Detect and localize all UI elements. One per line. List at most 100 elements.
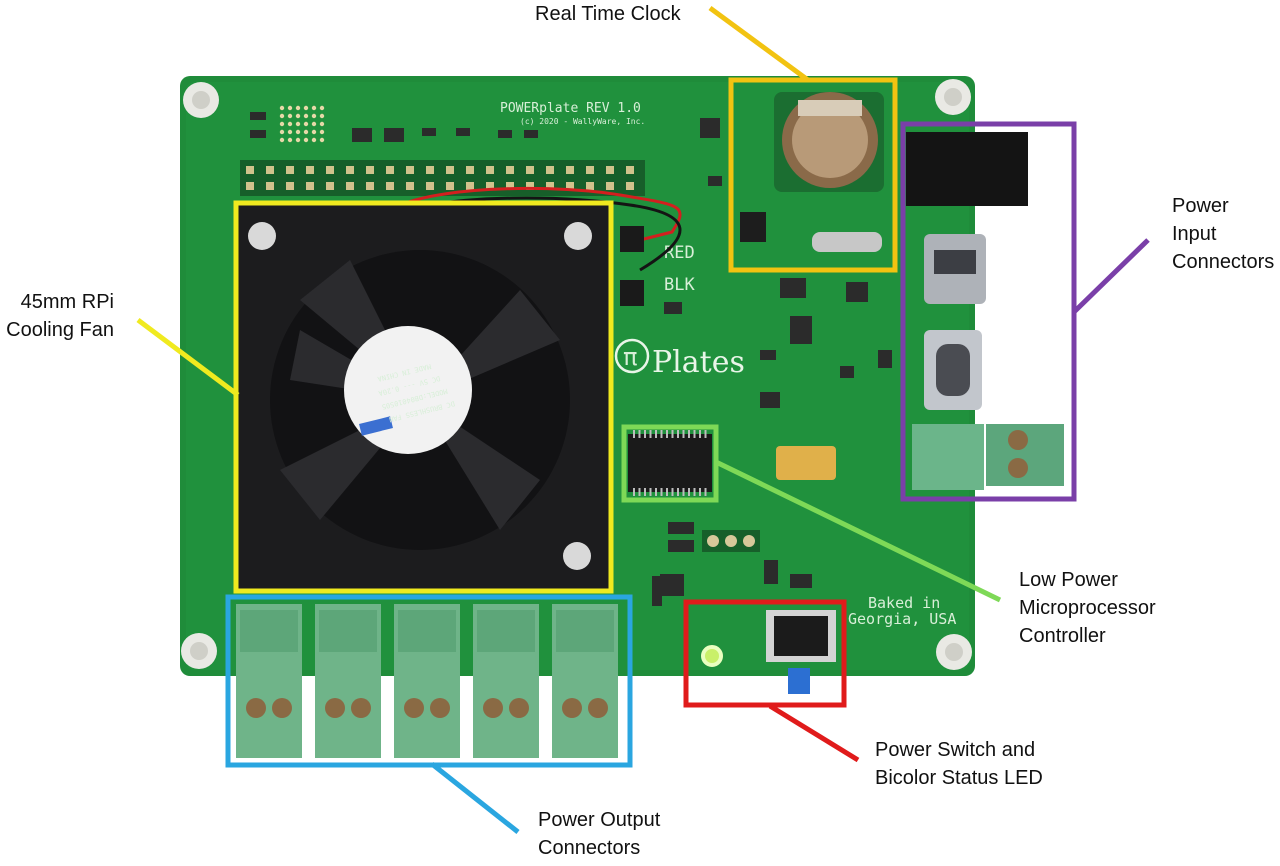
output-connector-top [556,610,614,652]
power-input-highlight-box [900,121,1077,502]
mcu-highlight-box [621,424,719,503]
output-screw [325,698,345,718]
output-screw [351,698,371,718]
cooling-fan: DC BRUSHLESS FAN MODEL:DB04010S05 DC 5V … [238,205,610,589]
proto-pad [279,121,285,127]
proto-pad [287,121,293,127]
power-switch [766,610,836,694]
gpio-pin [326,166,334,174]
output-screw [246,698,266,718]
gpio-pin [626,182,634,190]
gpio-pin [326,182,334,190]
proto-pad [303,121,309,127]
power-input-leader-line [1072,238,1150,314]
output-screw [562,698,582,718]
proto-pad [279,129,285,135]
gpio-pin [346,166,354,174]
pin-header-3 [702,530,760,552]
output-label-line-2: Connectors [538,837,641,859]
proto-pad [295,113,301,119]
power-input-label-line-3: Connectors [1172,251,1275,273]
gpio-pin [306,166,314,174]
gpio-pin [506,166,514,174]
gpio-pin [366,166,374,174]
proto-pad [303,105,309,111]
gpio-pin [506,182,514,190]
gpio-pin [546,182,554,190]
logo: π Plates [614,338,745,380]
switch-highlight-box [683,599,847,708]
status-led [701,645,723,667]
gpio-pin [366,182,374,190]
proto-pad [319,105,325,111]
rtc-battery [740,92,884,252]
rtc-label-line-1: Real Time Clock [535,3,681,25]
proto-pad [287,113,293,119]
proto-pad [311,113,317,119]
gpio-pin [286,182,294,190]
wire-black-label: BLK [664,275,695,295]
gpio-pin [246,166,254,174]
microcontroller-chip [628,430,712,496]
gpio-pin [626,166,634,174]
proto-pad [319,113,325,119]
gpio-pin [486,166,494,174]
proto-pad [287,129,293,135]
gpio-pin [566,166,574,174]
mcu-label-line-2: Microprocessor [1019,597,1156,619]
mcu-label-line-3: Controller [1019,625,1106,647]
baked-in-line1: Baked in [868,594,940,612]
proto-pad [303,137,309,143]
proto-pad [295,105,301,111]
proto-pad [303,113,309,119]
gpio-pin [526,182,534,190]
gpio-pin [266,166,274,174]
proto-pad [295,129,301,135]
gpio-pin [606,182,614,190]
output-screw [404,698,424,718]
gpio-pin [306,182,314,190]
proto-pad [287,105,293,111]
rtc-leader-line [708,5,810,83]
gpio-pin [586,182,594,190]
output-screw [272,698,292,718]
power-output-connectors [236,604,618,758]
proto-pad [287,137,293,143]
gpio-pin [606,166,614,174]
proto-pad [311,129,317,135]
output-highlight-box [225,594,633,768]
gpio-pin [426,182,434,190]
output-connector-top [398,610,456,652]
fan-label-line-1: 45mm RPi [20,291,114,313]
fan-highlight-box [233,200,614,594]
proto-pad [303,129,309,135]
output-screw [509,698,529,718]
mcu-leader-line [714,459,1002,603]
power-input-label-line-2: Input [1172,223,1217,245]
fan-label-line-2: Cooling Fan [6,319,114,341]
baked-in-line2: Georgia, USA [848,610,956,628]
rtc-label: Real Time Clock [535,0,681,28]
board-copyright: (c) 2020 - WallyWare, Inc. [520,117,645,126]
proto-pad [295,121,301,127]
proto-pad [319,137,325,143]
gpio-pin [466,182,474,190]
board-title: POWERplate REV 1.0 [500,101,641,116]
gpio-pin [446,182,454,190]
power-input-connectors [906,132,1064,490]
rtc-highlight-box [728,77,898,273]
wire-red-label: RED [664,243,695,263]
proto-pad [311,137,317,143]
fan-wire-red [399,186,682,242]
gpio-pin [246,182,254,190]
proto-pad [279,137,285,143]
switch-label-line-1: Power Switch and [875,739,1036,761]
mcu-label-line-1: Low Power [1019,569,1118,591]
switch-label-line-2: Bicolor Status LED [875,767,1043,789]
